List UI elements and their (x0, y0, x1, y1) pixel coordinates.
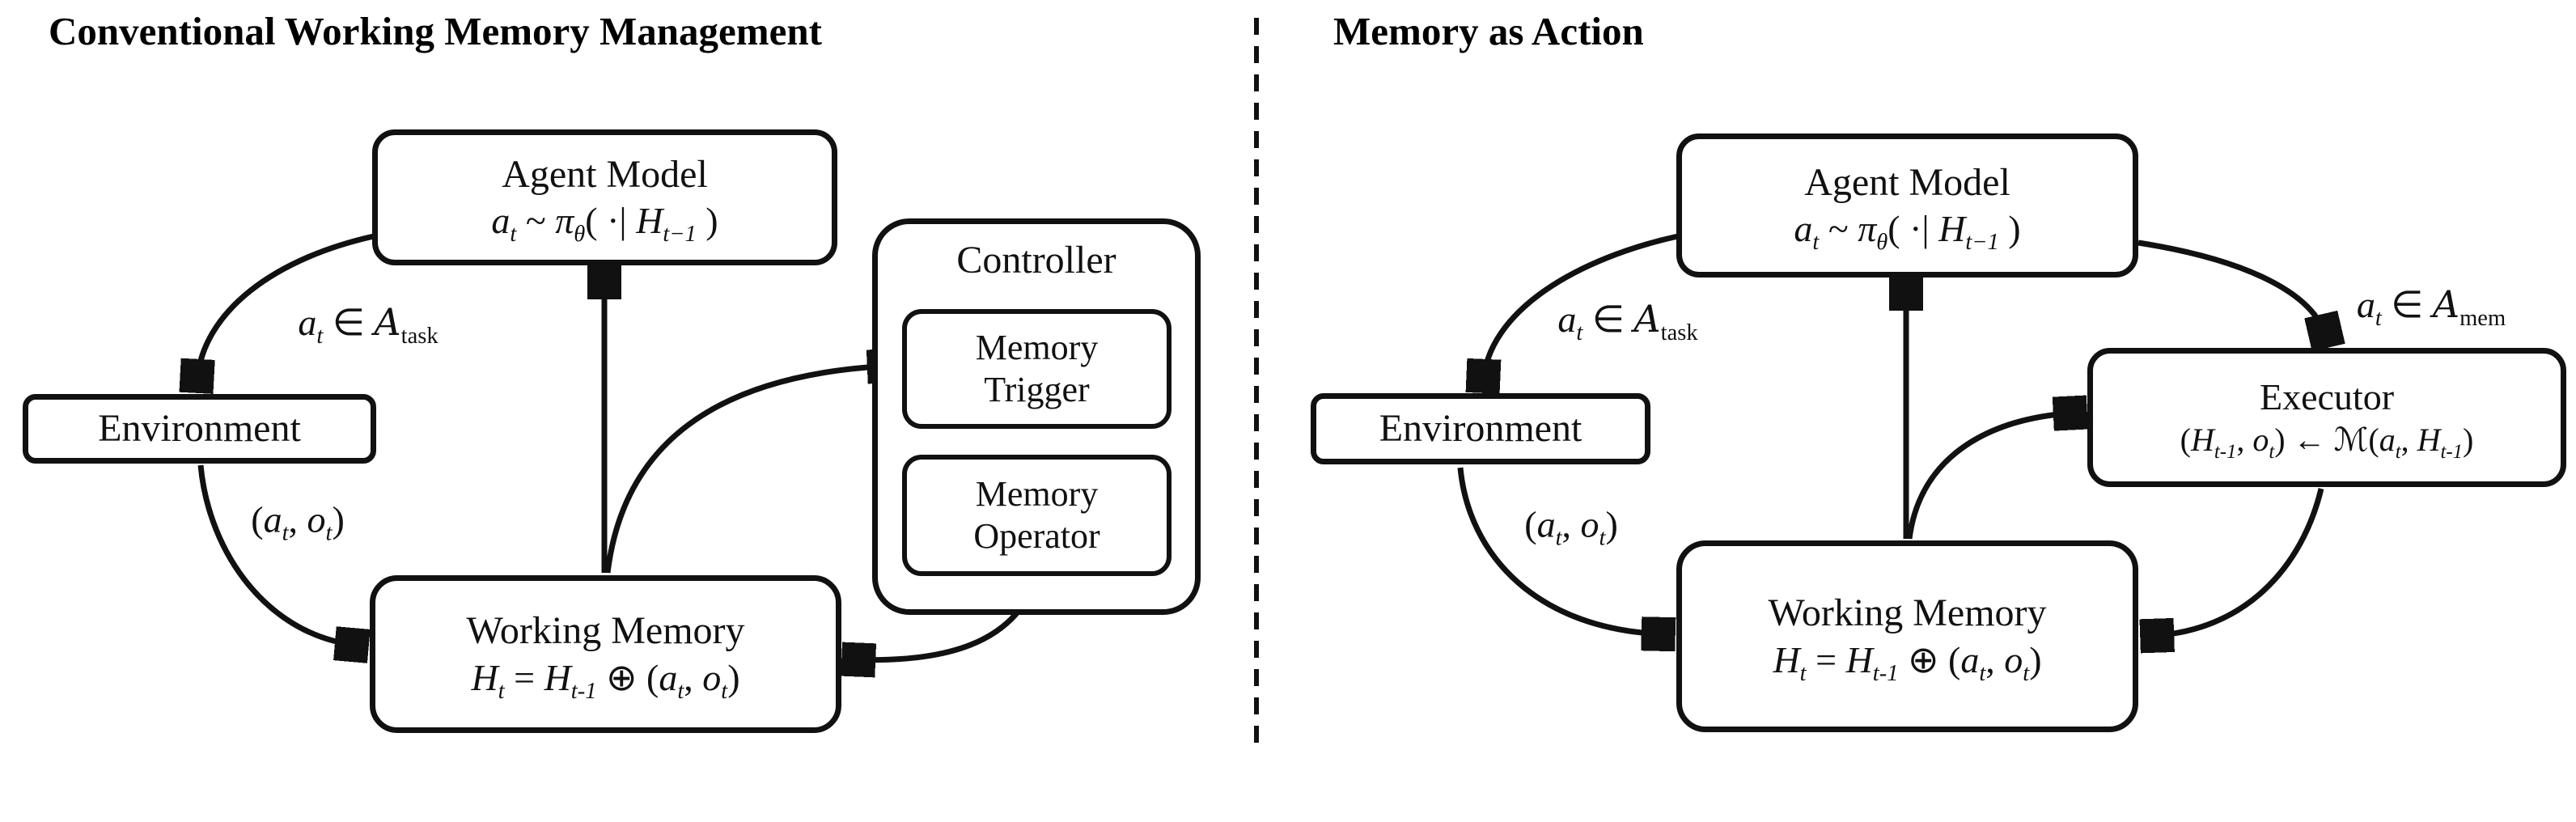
memory-operator-label: Memory Operator (973, 474, 1100, 556)
agent-model-formula-right: at ~ πθ( ·| Ht−1 ) (1794, 208, 2021, 256)
agent-model-box-right: Agent Model at ~ πθ( ·| Ht−1 ) (1676, 133, 2138, 278)
executor-box: Executor (Ht-1, ot) ← ℳ(at, Ht-1) (2087, 348, 2566, 487)
executor-formula: (Ht-1, ot) ← ℳ(at, Ht-1) (2180, 422, 2474, 464)
arrow-executor-to-working-memory (2148, 488, 2324, 636)
working-memory-title-right: Working Memory (1768, 591, 2047, 635)
edge-label-task-action-left: at ∈ Atask (298, 300, 439, 350)
working-memory-title-left: Working Memory (466, 609, 745, 653)
arrow-agent-to-environment-left (197, 233, 375, 385)
environment-box-left: Environment (23, 394, 376, 464)
arrow-agent-to-environment-right (1483, 233, 1679, 385)
controller-title: Controller (956, 239, 1116, 282)
arrow-environment-to-working-memory-right (1457, 467, 1667, 634)
arrow-environment-to-working-memory-left (197, 464, 361, 646)
environment-label-right: Environment (1379, 406, 1582, 450)
right-panel-title: Memory as Action (1333, 9, 1644, 53)
memory-operator-box: Memory Operator (902, 455, 1171, 576)
left-panel-title: Conventional Working Memory Management (49, 9, 822, 53)
arrow-working-memory-to-executor (1906, 413, 2079, 540)
memory-trigger-label: Memory Trigger (975, 328, 1099, 409)
edge-label-task-action-right: at ∈ Atask (1557, 297, 1698, 346)
edge-label-observation-left: (at, ot) (251, 498, 345, 546)
arrow-working-memory-to-memory-trigger (604, 366, 893, 574)
working-memory-box-right: Working Memory Ht = Ht-1 ⊕ (at, ot) (1676, 540, 2138, 732)
agent-model-box-left: Agent Model at ~ πθ( ·| Ht−1 ) (372, 129, 837, 265)
agent-model-title-left: Agent Model (502, 152, 708, 196)
memory-trigger-box: Memory Trigger (902, 309, 1171, 429)
working-memory-box-left: Working Memory Ht = Ht-1 ⊕ (at, ot) (370, 575, 841, 733)
agent-model-title-right: Agent Model (1804, 160, 2010, 204)
environment-box-right: Environment (1311, 393, 1650, 464)
working-memory-formula-left: Ht = Ht-1 ⊕ (at, ot) (471, 656, 740, 704)
edge-label-mem-action-right: at ∈ Amem (2356, 282, 2506, 332)
agent-model-formula-left: at ~ πθ( ·| Ht−1 ) (491, 200, 718, 248)
executor-title: Executor (2259, 375, 2395, 417)
environment-label-left: Environment (98, 406, 301, 450)
edge-label-observation-right: (at, ot) (1524, 503, 1618, 551)
arrow-agent-to-executor (2137, 239, 2327, 340)
working-memory-formula-right: Ht = Ht-1 ⊕ (at, ot) (1773, 638, 2042, 686)
